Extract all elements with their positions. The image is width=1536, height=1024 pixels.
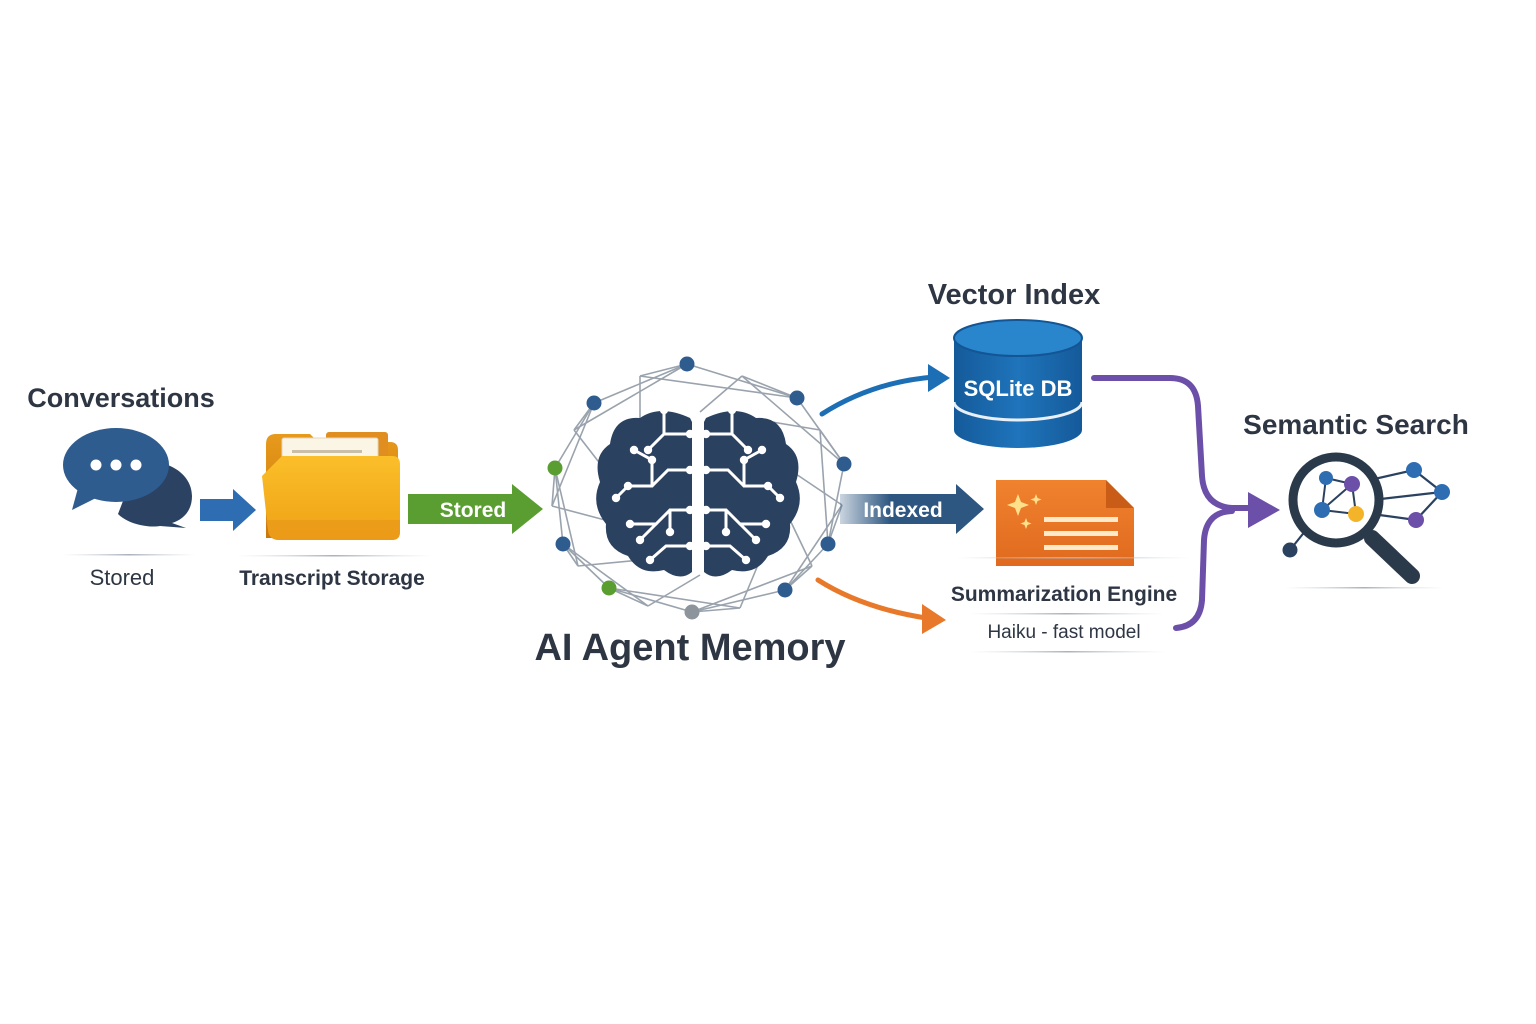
chat-bubbles-icon bbox=[63, 428, 192, 528]
summary-separator-mid bbox=[968, 613, 1164, 615]
storage-separator bbox=[236, 555, 432, 557]
vector-index-title: Vector Index bbox=[928, 279, 1100, 311]
summarization-engine-node: Summarization Engine Haiku - fast model bbox=[951, 480, 1190, 653]
network-node bbox=[789, 390, 805, 406]
purple-merge-flow bbox=[1091, 375, 1280, 631]
network-node bbox=[679, 356, 695, 372]
arrow-conversations-to-storage bbox=[200, 489, 256, 531]
summarization-engine-title: Summarization Engine bbox=[951, 583, 1177, 606]
vector-index-node: Vector Index SQLite DB bbox=[928, 279, 1100, 448]
summary-separator-bottom bbox=[970, 651, 1166, 653]
network-node bbox=[820, 536, 836, 552]
conversations-node: Conversations Stored bbox=[27, 383, 215, 590]
network-node bbox=[684, 604, 700, 620]
arrow-memory-to-summarization: Indexed bbox=[840, 484, 984, 534]
magnifier-graph-icon bbox=[1282, 452, 1450, 584]
network-node bbox=[836, 456, 852, 472]
sqlite-db-label: SQLite DB bbox=[964, 376, 1073, 401]
conversations-separator bbox=[62, 554, 196, 556]
database-icon bbox=[952, 319, 1084, 448]
semantic-search-node: Semantic Search bbox=[1243, 409, 1469, 589]
brain-network-icon bbox=[547, 356, 852, 620]
summary-separator-top bbox=[956, 557, 1190, 559]
folder-icon bbox=[262, 432, 400, 540]
semantic-search-title: Semantic Search bbox=[1243, 409, 1469, 440]
document-sparkle-icon bbox=[996, 480, 1134, 566]
arrow-memory-to-summary-caption bbox=[815, 577, 946, 634]
network-node bbox=[586, 395, 602, 411]
network-node bbox=[555, 536, 571, 552]
conversations-caption: Stored bbox=[90, 565, 155, 590]
agent-memory-node: AI Agent Memory bbox=[534, 356, 852, 669]
semantic-search-separator bbox=[1284, 587, 1444, 589]
arrow-memory-to-vector-index bbox=[819, 364, 950, 417]
network-node bbox=[777, 582, 793, 598]
stored-edge-label: Stored bbox=[440, 499, 507, 522]
conversations-title: Conversations bbox=[27, 383, 215, 413]
summarization-engine-caption: Haiku - fast model bbox=[987, 622, 1140, 643]
network-node bbox=[547, 460, 563, 476]
indexed-edge-label: Indexed bbox=[863, 499, 942, 522]
agent-memory-title: AI Agent Memory bbox=[534, 627, 845, 669]
transcript-storage-title: Transcript Storage bbox=[239, 567, 425, 590]
arrow-storage-to-memory: Stored bbox=[408, 484, 543, 534]
network-node bbox=[601, 580, 617, 596]
transcript-storage-node: Transcript Storage bbox=[236, 432, 432, 590]
